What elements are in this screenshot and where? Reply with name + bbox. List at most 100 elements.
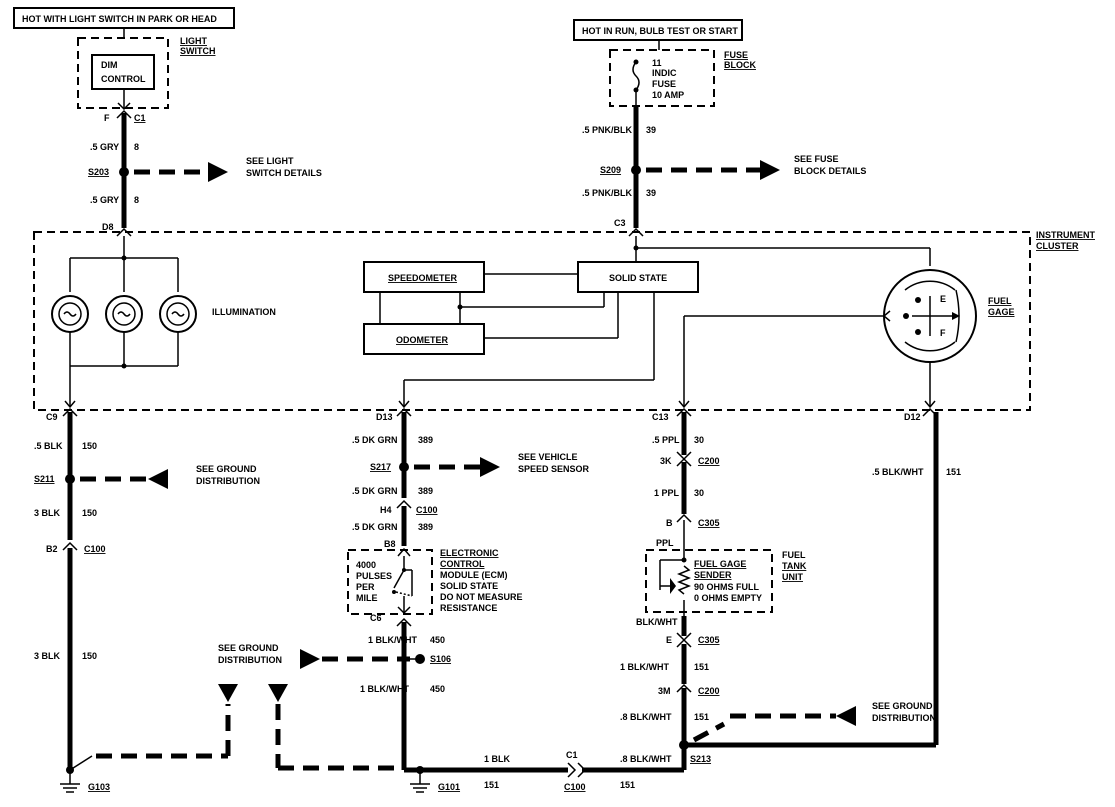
conn-c200-2: C200: [698, 686, 720, 696]
conn-c100-bottom: C100: [564, 782, 586, 792]
fuse-amp: 10 AMP: [652, 90, 684, 100]
fuse-block-label-1: FUSE: [724, 50, 748, 60]
wire-label: .5 DK GRN: [352, 435, 398, 445]
see-ground-1-l1: SEE GROUND: [196, 464, 257, 474]
see-ground-3-l2: DISTRIBUTION: [872, 713, 936, 723]
banner-box-right: [573, 19, 743, 41]
circuit-label: 389: [418, 522, 433, 532]
ecm-pulses-2: PULSES: [356, 571, 392, 581]
circuit-label: 151: [946, 467, 961, 477]
speedometer-label: SPEEDOMETER: [388, 273, 458, 283]
fuse-indic: INDIC: [652, 68, 677, 78]
tank-unit-label-2: TANK: [782, 561, 807, 571]
sender-label-3: 90 OHMS FULL: [694, 582, 760, 592]
pin-h4: H4: [380, 505, 392, 515]
fuse-label: FUSE: [652, 79, 676, 89]
conn-c305: C305: [698, 518, 720, 528]
wire-label: 1 BLK/WHT: [368, 635, 417, 645]
pin-e: E: [666, 635, 672, 645]
fuse-block-box: [609, 49, 715, 107]
light-switch-label-1: LIGHT: [180, 36, 207, 46]
wire-label: .8 BLK/WHT: [620, 712, 672, 722]
cluster-label-2: CLUSTER: [1036, 241, 1079, 251]
wire-label: 1 BLK: [484, 754, 511, 764]
light-switch-label-2: SWITCH: [180, 46, 216, 56]
wire-label: .5 PPL: [652, 435, 680, 445]
ecm-label-3: MODULE (ECM): [440, 570, 508, 580]
see-light-switch-1: SEE LIGHT: [246, 156, 294, 166]
solid-state-box: [577, 261, 699, 293]
ecm-label-4: SOLID STATE: [440, 581, 498, 591]
splice-s213: S213: [690, 754, 711, 764]
circuit-label: 150: [82, 651, 97, 661]
gauge-f-label: F: [940, 328, 946, 338]
conn-c100: C100: [84, 544, 106, 554]
wire-label: .5 DK GRN: [352, 522, 398, 532]
pin-d13: D13: [376, 412, 393, 422]
see-fuse-block-1: SEE FUSE: [794, 154, 839, 164]
circuit-label: 151: [620, 780, 635, 790]
wire-label: .5 GRY: [90, 195, 119, 205]
ecm-label-2: CONTROL: [440, 559, 485, 569]
ecm-label-6: RESISTANCE: [440, 603, 497, 613]
cluster-label-1: INSTRUMENT: [1036, 230, 1095, 240]
illumination-label: ILLUMINATION: [212, 307, 276, 317]
fuse-num: 11: [652, 58, 662, 68]
circuit-label: 151: [694, 712, 709, 722]
splice-s209: S209: [600, 165, 621, 175]
ecm-pulses-1: 4000: [356, 560, 376, 570]
fuel-gage-label-2: GAGE: [988, 307, 1015, 317]
pin-3m: 3M: [658, 686, 671, 696]
pin-b2: B2: [46, 544, 58, 554]
fuel-gauge-icon: [883, 269, 977, 363]
solid-state-label: SOLID STATE: [609, 273, 667, 283]
ecm-pulses-3: PER: [356, 582, 375, 592]
tank-unit-label-1: FUEL: [782, 550, 806, 560]
circuit-label: 389: [418, 435, 433, 445]
control-label: CONTROL: [101, 74, 146, 84]
odometer-label: ODOMETER: [396, 335, 449, 345]
wire-label: .8 BLK/WHT: [620, 754, 672, 764]
light-switch-conn: C1: [134, 113, 146, 123]
pin-c13: C13: [652, 412, 669, 422]
circuit-label: 450: [430, 635, 445, 645]
pin-d12: D12: [904, 412, 921, 422]
circuit-label: 30: [694, 488, 704, 498]
wire-label: .5 GRY: [90, 142, 119, 152]
wire-label: .5 DK GRN: [352, 486, 398, 496]
see-vss-1: SEE VEHICLE: [518, 452, 578, 462]
wire-label: 1 PPL: [654, 488, 680, 498]
bulb-icon: [105, 295, 143, 333]
fuel-tank-unit-box: [645, 549, 773, 613]
ground-g101: G101: [438, 782, 460, 792]
pin-c1: C1: [566, 750, 578, 760]
instrument-cluster-box: [33, 231, 1031, 411]
circuit-label: 39: [646, 188, 656, 198]
wire-label: .5 PNK/BLK: [582, 125, 633, 135]
wire-label: 1 BLK/WHT: [360, 684, 409, 694]
ecm-box: [347, 549, 433, 615]
pin-3k: 3K: [660, 456, 672, 466]
wire-label: 3 BLK: [34, 508, 61, 518]
pin-c9: C9: [46, 412, 58, 422]
see-fuse-block-2: BLOCK DETAILS: [794, 166, 866, 176]
wire-label: .5 BLK: [34, 441, 63, 451]
pin-b8: B8: [384, 539, 396, 549]
circuit-label: 150: [82, 441, 97, 451]
sender-label-2: SENDER: [694, 570, 732, 580]
light-switch-box: [77, 37, 169, 109]
circuit-label: 39: [646, 125, 656, 135]
conn-c100: C100: [416, 505, 438, 515]
circuit-label: 389: [418, 486, 433, 496]
ground-g103: G103: [88, 782, 110, 792]
odometer-box: [363, 323, 485, 355]
pin-c3: C3: [614, 218, 626, 228]
ecm-pulses-4: MILE: [356, 593, 378, 603]
pin-d8: D8: [102, 222, 114, 232]
splice-s203: S203: [88, 167, 109, 177]
sender-label-4: 0 OHMS EMPTY: [694, 593, 762, 603]
circuit-label: 151: [484, 780, 499, 790]
wire-label: 3 BLK: [34, 651, 61, 661]
wire-label: .5 BLK/WHT: [872, 467, 924, 477]
